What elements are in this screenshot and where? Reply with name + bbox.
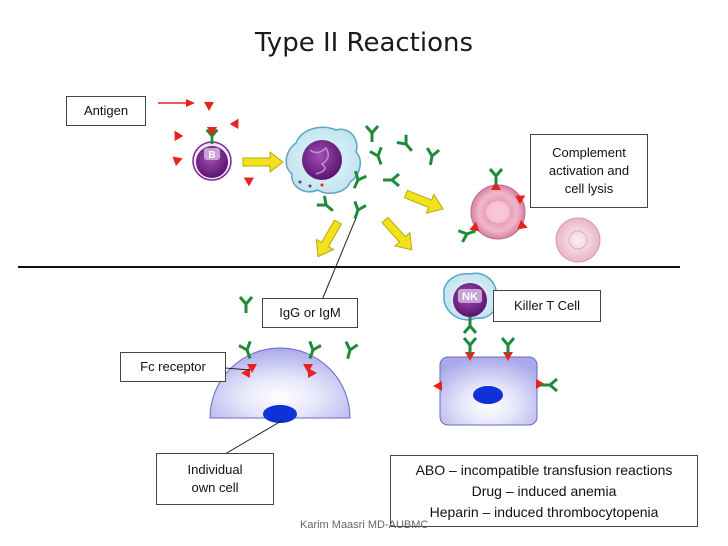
footer-credit: Karim Maasri MD-AUBMC — [300, 519, 429, 531]
nk-cell-label: NK — [462, 291, 478, 303]
arrow-b-to-plasma — [242, 150, 284, 174]
individual-line-1: Individual — [187, 462, 243, 477]
igg-label-text: IgG or IgM — [279, 305, 341, 320]
example-drug: Drug – induced anemia — [471, 482, 617, 499]
host-cell-right — [433, 315, 559, 426]
leader-fc — [224, 367, 251, 371]
individual-line-2: own cell — [191, 480, 239, 495]
antigen-label-text: Antigen — [83, 103, 129, 118]
rbc-target — [456, 167, 530, 244]
leader-igg — [321, 217, 357, 301]
page-title: Type II Reactions — [254, 28, 474, 58]
plasma-cell — [285, 126, 362, 195]
leader-individual — [224, 419, 284, 455]
killer-t-label: Killer T Cell — [493, 290, 601, 322]
nk-cell: NK — [443, 272, 498, 321]
antigen-arrow — [158, 99, 195, 107]
arrow-down-left — [315, 219, 343, 258]
host-cell-left — [209, 295, 360, 423]
fc-receptor-label: Fc receptor — [120, 352, 226, 382]
complement-line-1: Complement — [552, 145, 626, 160]
examples-box: ABO – incompatible transfusion reactions… — [390, 455, 698, 527]
antigen-label: Antigen — [66, 96, 146, 126]
b-cell-label: B — [208, 150, 215, 161]
example-abo: ABO – incompatible transfusion reactions — [415, 461, 673, 478]
complement-label: Complement activation and cell lysis — [530, 134, 648, 208]
complement-line-2: activation and — [548, 163, 630, 178]
arrow-down-right — [381, 216, 413, 251]
b-cell: B — [192, 127, 232, 181]
arrow-to-rbc — [403, 189, 444, 214]
killer-t-label-text: Killer T Cell — [514, 298, 580, 313]
igg-label: IgG or IgM — [262, 298, 358, 328]
complement-line-3: cell lysis — [564, 181, 614, 196]
rbc-lysed — [555, 217, 601, 263]
individual-cell-label: Individual own cell — [156, 453, 274, 505]
fc-receptor-label-text: Fc receptor — [140, 359, 206, 374]
example-heparin: Heparin – induced thrombocytopenia — [429, 503, 659, 520]
